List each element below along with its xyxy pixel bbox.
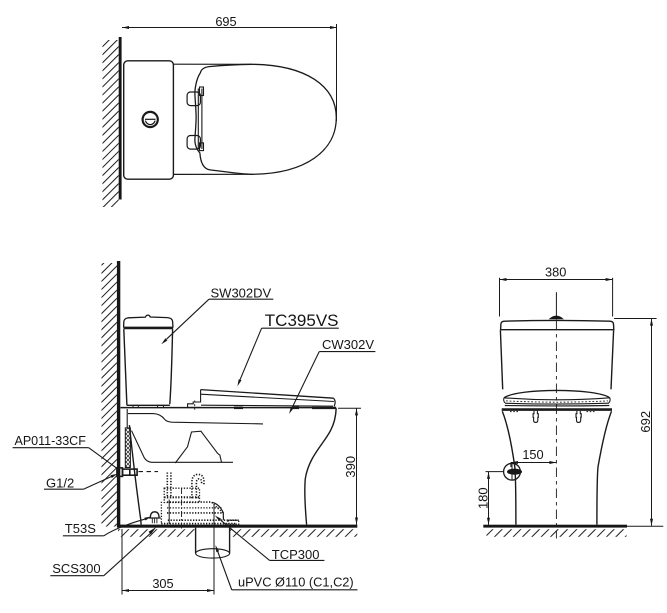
svg-text:T53S: T53S	[65, 521, 96, 536]
svg-text:150: 150	[522, 447, 543, 462]
svg-text:SW302DV: SW302DV	[211, 286, 272, 301]
svg-text:380: 380	[545, 264, 566, 279]
svg-text:305: 305	[152, 576, 173, 591]
svg-text:180: 180	[476, 487, 491, 509]
svg-text:692: 692	[638, 411, 653, 433]
svg-text:TC395VS: TC395VS	[265, 311, 339, 330]
svg-text:TCP300: TCP300	[272, 547, 320, 562]
svg-text:CW302V: CW302V	[322, 337, 374, 352]
svg-text:695: 695	[215, 14, 236, 29]
svg-text:SCS300: SCS300	[52, 561, 100, 576]
svg-text:390: 390	[343, 456, 358, 478]
svg-text:G1/2: G1/2	[46, 475, 74, 490]
svg-text:AP011-33CF: AP011-33CF	[15, 434, 87, 448]
svg-text:uPVC Ø110 (C1,C2): uPVC Ø110 (C1,C2)	[238, 575, 354, 590]
